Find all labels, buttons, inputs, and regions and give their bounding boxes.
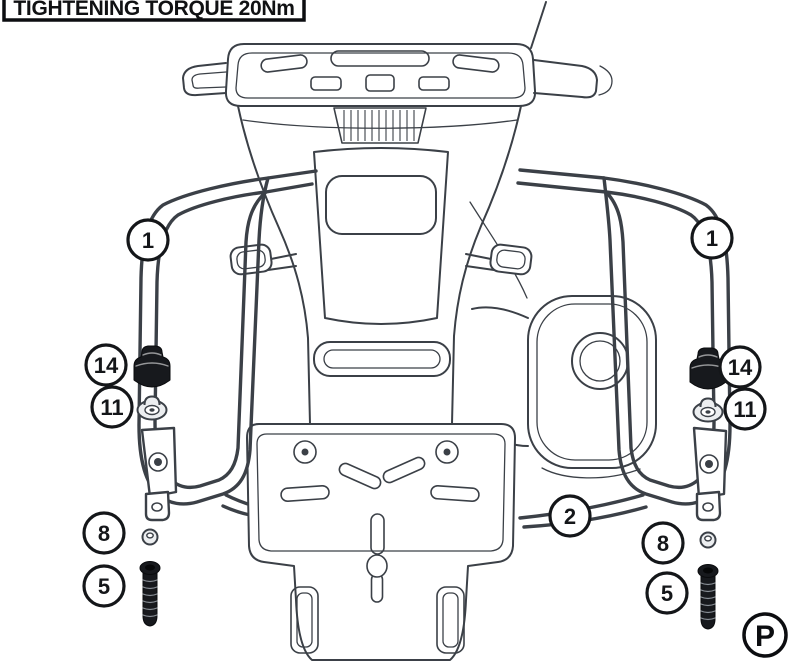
- callout-frame-right-label: 1: [706, 226, 718, 251]
- callout-frame-left: 1: [126, 218, 170, 262]
- rack-slot: [260, 54, 308, 73]
- callout-washer-right: 8: [641, 521, 685, 565]
- callout-nut-left-label: 11: [100, 395, 123, 420]
- washer-right: [699, 531, 717, 549]
- top-rack-plate: [224, 43, 537, 107]
- bolt-right: [697, 563, 719, 630]
- underseat-recess: [325, 175, 437, 235]
- callout-nut-left: 11: [90, 385, 134, 429]
- tail-bodywork: [237, 105, 528, 425]
- rack-slot: [365, 74, 395, 92]
- bracket-hole: [293, 440, 317, 464]
- callout-bolt-right: 5: [645, 571, 689, 615]
- callout-cap-left-label: 14: [94, 353, 119, 378]
- callout-crossbar-label: 2: [564, 504, 576, 529]
- callout-frame-right: 1: [690, 216, 734, 260]
- bracket-slot: [280, 484, 330, 503]
- callout-bolt-left-label: 5: [98, 574, 110, 599]
- fender-slot: [290, 586, 319, 654]
- callout-frame-left-label: 1: [142, 228, 154, 253]
- bracket-slot: [338, 462, 382, 490]
- bracket-slot: [430, 484, 480, 503]
- rack-slot: [418, 76, 450, 91]
- callout-nut-right-label: 11: [733, 397, 756, 422]
- flanged-nut-right: [692, 397, 724, 423]
- motorcycle-rear-view: [182, 1, 657, 479]
- callout-nut-right: 11: [723, 387, 767, 431]
- washer-left: [141, 528, 159, 546]
- rack-slot: [452, 54, 500, 73]
- bracket-hole: [435, 440, 459, 464]
- bracket-slot: [370, 513, 385, 555]
- callout-washer-right-label: 8: [657, 531, 669, 556]
- turn-signal-left: [229, 243, 297, 276]
- bolt-left: [139, 560, 161, 627]
- callout-crossbar: 2: [548, 494, 592, 538]
- page-marker-label: P: [755, 620, 775, 653]
- callout-cap-right-label: 14: [728, 355, 753, 380]
- license-plate-bracket: [246, 423, 516, 661]
- grab-handle-left: [182, 62, 227, 97]
- grab-handle-right: [533, 59, 613, 99]
- flanged-nut-left: [136, 395, 168, 421]
- turn-signal-right: [465, 243, 533, 276]
- torque-label: TIGHTENING TORQUE 20Nm: [13, 0, 294, 20]
- page-marker: P: [742, 612, 788, 658]
- callout-cap-left: 14: [84, 343, 128, 387]
- rack-slot: [310, 76, 342, 91]
- mount-tab-left: [144, 490, 171, 522]
- hatched-vent: [343, 110, 415, 141]
- antenna: [530, 1, 547, 49]
- seat-lock-unit: [313, 341, 451, 377]
- mount-tab-right: [695, 490, 722, 522]
- torque-box: TIGHTENING TORQUE 20Nm: [2, 0, 306, 22]
- callouts: 1 1 14 11 14 11 2 8: [82, 216, 767, 615]
- pannier-frame-left: [137, 169, 318, 522]
- callout-bolt-left: 5: [82, 564, 126, 608]
- bracket-slot: [382, 456, 426, 484]
- fender-slot: [436, 586, 465, 654]
- callout-washer-left-label: 8: [98, 521, 110, 546]
- rack-slot: [330, 50, 430, 67]
- callout-cap-right: 14: [718, 345, 762, 389]
- callout-washer-left: 8: [82, 511, 126, 555]
- callout-bolt-right-label: 5: [661, 581, 673, 606]
- keyhole-slot: [370, 573, 384, 603]
- pannier-frame-right: [516, 168, 732, 522]
